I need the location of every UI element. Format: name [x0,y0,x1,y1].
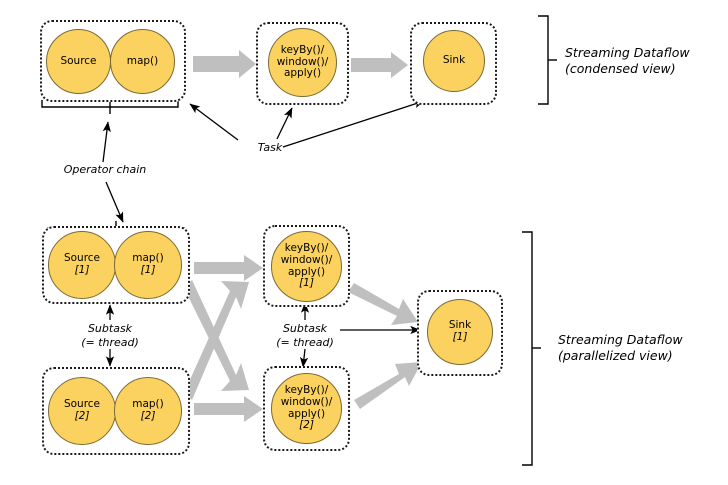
operator-sink-label: Sink [442,54,466,67]
operator-keyby-1-line1: keyBy()/ [284,242,329,254]
label-subtask-left: Subtask (= thread) [60,322,160,350]
operator-map-1[interactable]: map() [1] [114,231,182,299]
label-streaming-dataflow-condensed: Streaming Dataflow (condensed view) [565,45,720,76]
operator-source[interactable]: Source [46,29,111,94]
label-subtask-right: Subtask (= thread) [255,322,355,350]
label-subtask-right-line2: (= thread) [276,335,334,349]
flow-arrow-w1-sink [348,283,418,325]
parallelized-group-line1: Streaming Dataflow [558,332,683,347]
operator-source-1-label: Source [63,252,101,265]
operator-map-2-index: [2] [140,410,156,422]
operator-source-2-label: Source [63,398,101,411]
operator-keyby-2-index: [2] [299,419,314,432]
label-task: Task [257,141,283,154]
task-pointers [189,100,425,148]
operator-sink-1-label: Sink [448,319,472,332]
label-subtask-left-line2: (= thread) [81,335,139,349]
operator-sink-1[interactable]: Sink [1] [427,299,493,365]
operator-keyby-1-line3: apply() [287,265,326,278]
operator-source-2-index: [2] [74,410,90,422]
operator-sink-1-index: [1] [452,331,468,343]
operator-keyby-2-line2: window()/ [280,395,333,408]
operator-keyby-1-index: [1] [299,277,314,290]
flow-arrow-window-to-sink [351,52,408,78]
operator-keyby-line3: apply() [283,67,322,80]
condensed-group-line2: (condensed view) [565,60,676,76]
operator-map[interactable]: map() [110,29,175,94]
operator-chain-pointers [102,121,124,223]
parallelized-group-line2: (parallelized view) [558,347,673,363]
label-operator-chain: Operator chain [63,163,147,176]
flow-arrow-s1-w1 [194,255,263,281]
flow-arrow-s2-w2 [194,396,263,422]
label-subtask-right-line1: Subtask [282,322,328,335]
parallelized-group-bracket [522,231,541,466]
operator-map-2[interactable]: map() [2] [114,377,182,445]
operator-source-2[interactable]: Source [2] [48,377,116,445]
condensed-group-bracket [538,15,557,105]
label-subtask-left-line1: Subtask [87,322,133,335]
condensed-flow-arrows [193,50,408,78]
flow-arrow-w2-sink [354,362,422,409]
flow-arrow-s2-w1 [184,281,249,400]
operator-keyby-window-apply-2[interactable]: keyBy()/ window()/ apply() [2] [271,373,342,444]
operator-keyby-1-line2: window()/ [280,253,333,266]
operator-sink[interactable]: Sink [423,30,485,92]
operator-map-1-label: map() [132,252,164,265]
operator-keyby-2-line3: apply() [287,407,326,420]
operator-source-label: Source [60,54,97,67]
label-streaming-dataflow-parallelized: Streaming Dataflow (parallelized view) [558,332,723,363]
operator-keyby-window-apply[interactable]: keyBy()/ window()/ apply() [268,28,337,97]
operator-source-1-index: [1] [74,264,90,276]
operator-source-1[interactable]: Source [1] [48,231,116,299]
operator-map-1-index: [1] [140,264,156,276]
operator-chain-bracket [41,100,179,114]
operator-keyby-line1: keyBy()/ [280,43,325,56]
operator-map-2-label: map() [132,398,164,411]
operator-map-label: map() [126,54,159,67]
operator-keyby-line2: window()/ [276,55,329,68]
flow-arrow-chain-to-window [193,50,256,78]
condensed-group-line1: Streaming Dataflow [565,45,690,60]
operator-keyby-2-line1: keyBy()/ [284,384,329,396]
parallel-flow-arrows [184,255,422,422]
operator-keyby-window-apply-1[interactable]: keyBy()/ window()/ apply() [1] [271,231,342,302]
